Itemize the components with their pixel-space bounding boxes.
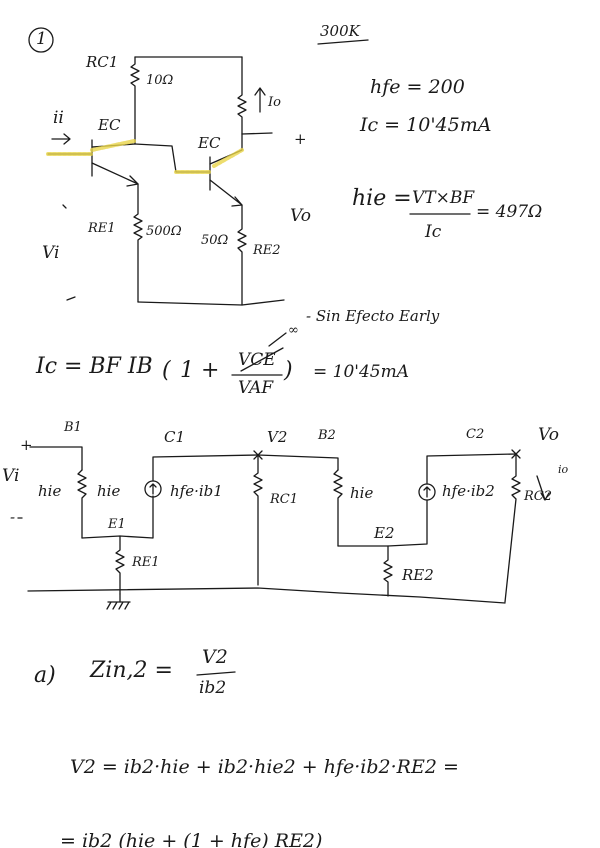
infinity-arrow [268, 332, 287, 347]
re2-value: 50Ω [201, 233, 229, 248]
vo-label: Vo [290, 206, 311, 226]
b2-label: B2 [318, 428, 336, 443]
c2-label: C2 [466, 427, 485, 442]
infinity-mark: ∞ [288, 323, 299, 338]
rc1-label: RC1 [86, 53, 119, 71]
src1-label: hfe·ib1 [170, 482, 223, 500]
problem-number: 1 [36, 29, 47, 49]
temperature-label: 300K [320, 22, 360, 40]
vaf-label: VAF [238, 378, 274, 398]
e2-label: E2 [374, 524, 395, 542]
e1-label: E1 [108, 517, 126, 532]
hie-result: = 497Ω [476, 202, 543, 222]
early-one-plus: 1 + [180, 358, 220, 383]
input-plus: + [20, 436, 33, 454]
vi2-label: Vi [2, 466, 20, 486]
vi-label: Vi [42, 243, 60, 263]
re2-label: RE2 [253, 243, 281, 258]
temperature-underline [317, 39, 369, 45]
ec2-label: EC [198, 134, 221, 152]
v2-equation: V2 = ib2·hie + ib2·hie2 + hfe·ib2·RE2 = [70, 756, 459, 778]
zin-denominator: ib2 [199, 678, 227, 698]
hie-denominator: Ic [425, 222, 442, 242]
c1-label: C1 [164, 428, 186, 446]
zin-numerator: V2 [202, 646, 228, 668]
part-a-label: a) [34, 663, 56, 688]
re1-2-label: RE1 [132, 555, 160, 570]
last-equation: = ib2 (hie + (1 + hfe) RE2) [60, 830, 323, 848]
rc1-value: 10Ω [146, 73, 174, 88]
ic-eq-right: = 10'45mA [313, 362, 409, 382]
early-paren-open: ( [162, 358, 171, 383]
problem-number-circle [28, 27, 54, 53]
early-note: - Sin Efecto Early [306, 307, 440, 325]
b1-label: B1 [64, 420, 82, 435]
hie-ext-label: hie [38, 482, 62, 500]
vce-strike [240, 347, 284, 372]
hie-lhs: hie = [352, 186, 412, 211]
hfe-value: hfe = 200 [370, 76, 465, 98]
vo2-label: Vo [538, 425, 559, 445]
input-minus: - [10, 508, 16, 526]
src2-label: hfe·ib2 [442, 482, 495, 500]
rc1-2-label: RC1 [270, 492, 299, 507]
re1-label: RE1 [88, 221, 116, 236]
early-paren-close: ) [284, 358, 293, 383]
io-label: Io [268, 95, 281, 110]
ic-value: Ic = 10'45mA [360, 114, 492, 136]
io2-label: io [558, 463, 569, 476]
re1-value: 500Ω [146, 224, 182, 239]
rc2-label: RC2 [524, 489, 553, 504]
circuit-2-schematic [17, 446, 550, 610]
hie-numerator: VT×BF [412, 188, 475, 208]
zin-fraction-bar [196, 671, 236, 676]
ii-label: ii [53, 108, 64, 128]
v2-label: V2 [267, 428, 288, 446]
circuit-1-schematic [46, 56, 285, 306]
re2-2-label: RE2 [402, 566, 434, 584]
ec1-label: EC [98, 116, 121, 134]
vce-label: VCE [238, 350, 276, 370]
output-plus: + [294, 130, 307, 148]
zin-lhs: Zin,2 = [90, 658, 173, 683]
hie2-label: hie [350, 484, 374, 502]
hie1-label: hie [97, 482, 121, 500]
ic-eq-left: Ic = BF IB [36, 354, 153, 379]
